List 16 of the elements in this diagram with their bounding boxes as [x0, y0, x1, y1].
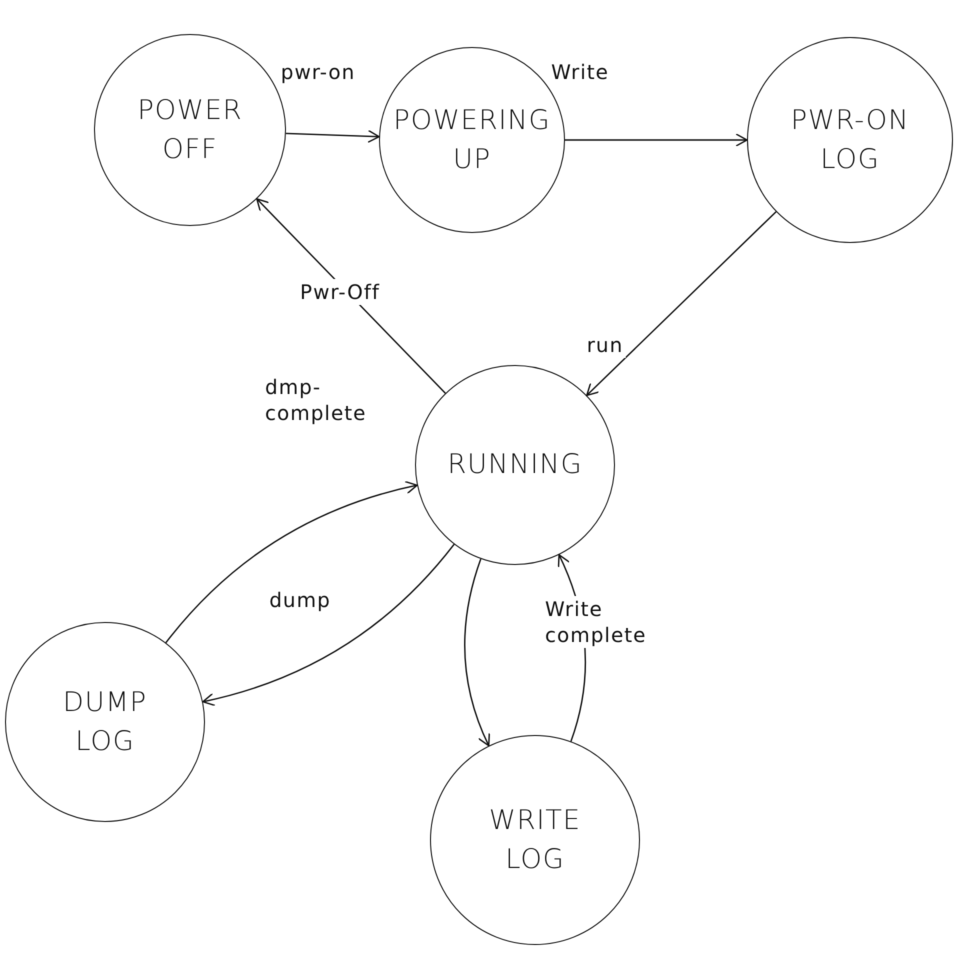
state-name: PWR-ON LOG	[790, 104, 910, 177]
state-name: WRITE LOG	[488, 804, 582, 877]
arrow	[286, 130, 380, 143]
state-name: RUNNING	[448, 448, 582, 482]
state-circle	[415, 365, 615, 565]
state-name: POWER OFF	[136, 94, 244, 167]
state-name: POWERING UP	[392, 104, 552, 177]
arrow	[565, 133, 748, 147]
arrow	[586, 211, 777, 396]
arrow	[464, 558, 490, 746]
state-circle	[747, 37, 953, 243]
state-circle	[5, 622, 205, 822]
state-circle	[430, 735, 640, 945]
arrow	[165, 481, 418, 644]
state-name: DUMP LOG	[62, 686, 148, 759]
arrow	[202, 544, 455, 706]
